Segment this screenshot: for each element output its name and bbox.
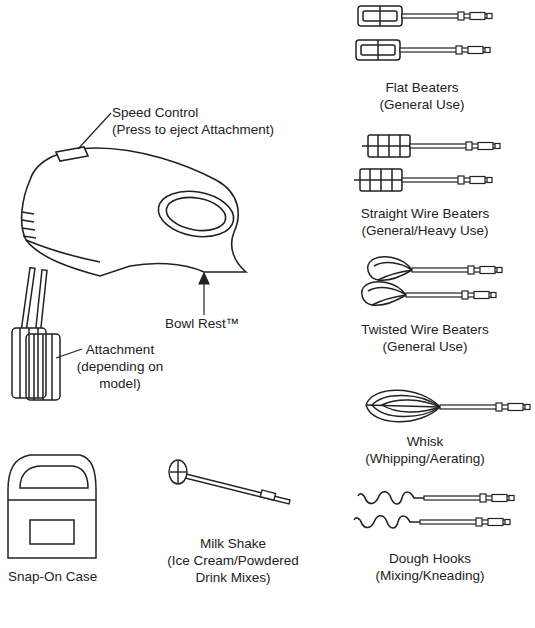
straight-wire-beaters — [354, 135, 500, 191]
attached-beaters — [12, 268, 60, 400]
part-use: (depending on model) — [76, 358, 164, 392]
part-use: (Mixing/Kneading) — [355, 567, 505, 584]
part-use: (General Use) — [352, 96, 492, 113]
part-name: Snap-On Case — [8, 568, 118, 585]
part-name: Straight Wire Beaters — [345, 205, 505, 222]
part-use: (Ice Cream/Powdered Drink Mixes) — [163, 552, 303, 586]
part-name: Attachment — [70, 341, 170, 358]
part-use: (General Use) — [345, 338, 505, 355]
part-use: (Whipping/Aerating) — [355, 450, 495, 467]
part-name: Milk Shake — [163, 535, 303, 552]
part-name: Flat Beaters — [352, 79, 492, 96]
snap-on-case — [8, 455, 96, 558]
twisted-wire-beaters — [362, 257, 502, 306]
part-name: Whisk — [355, 433, 495, 450]
part-use: (General/Heavy Use) — [345, 222, 505, 239]
dough-hooks — [354, 492, 514, 528]
part-name: Bowl Rest™ — [165, 315, 265, 332]
part-use: (Press to eject Attachment) — [112, 121, 312, 138]
milk-shake-attachment — [169, 460, 290, 504]
flat-beaters — [356, 6, 492, 60]
part-name: Twisted Wire Beaters — [345, 321, 505, 338]
mixer-body — [22, 147, 246, 276]
whisk — [366, 390, 530, 422]
part-name: Speed Control — [112, 104, 312, 121]
part-name: Dough Hooks — [355, 550, 505, 567]
